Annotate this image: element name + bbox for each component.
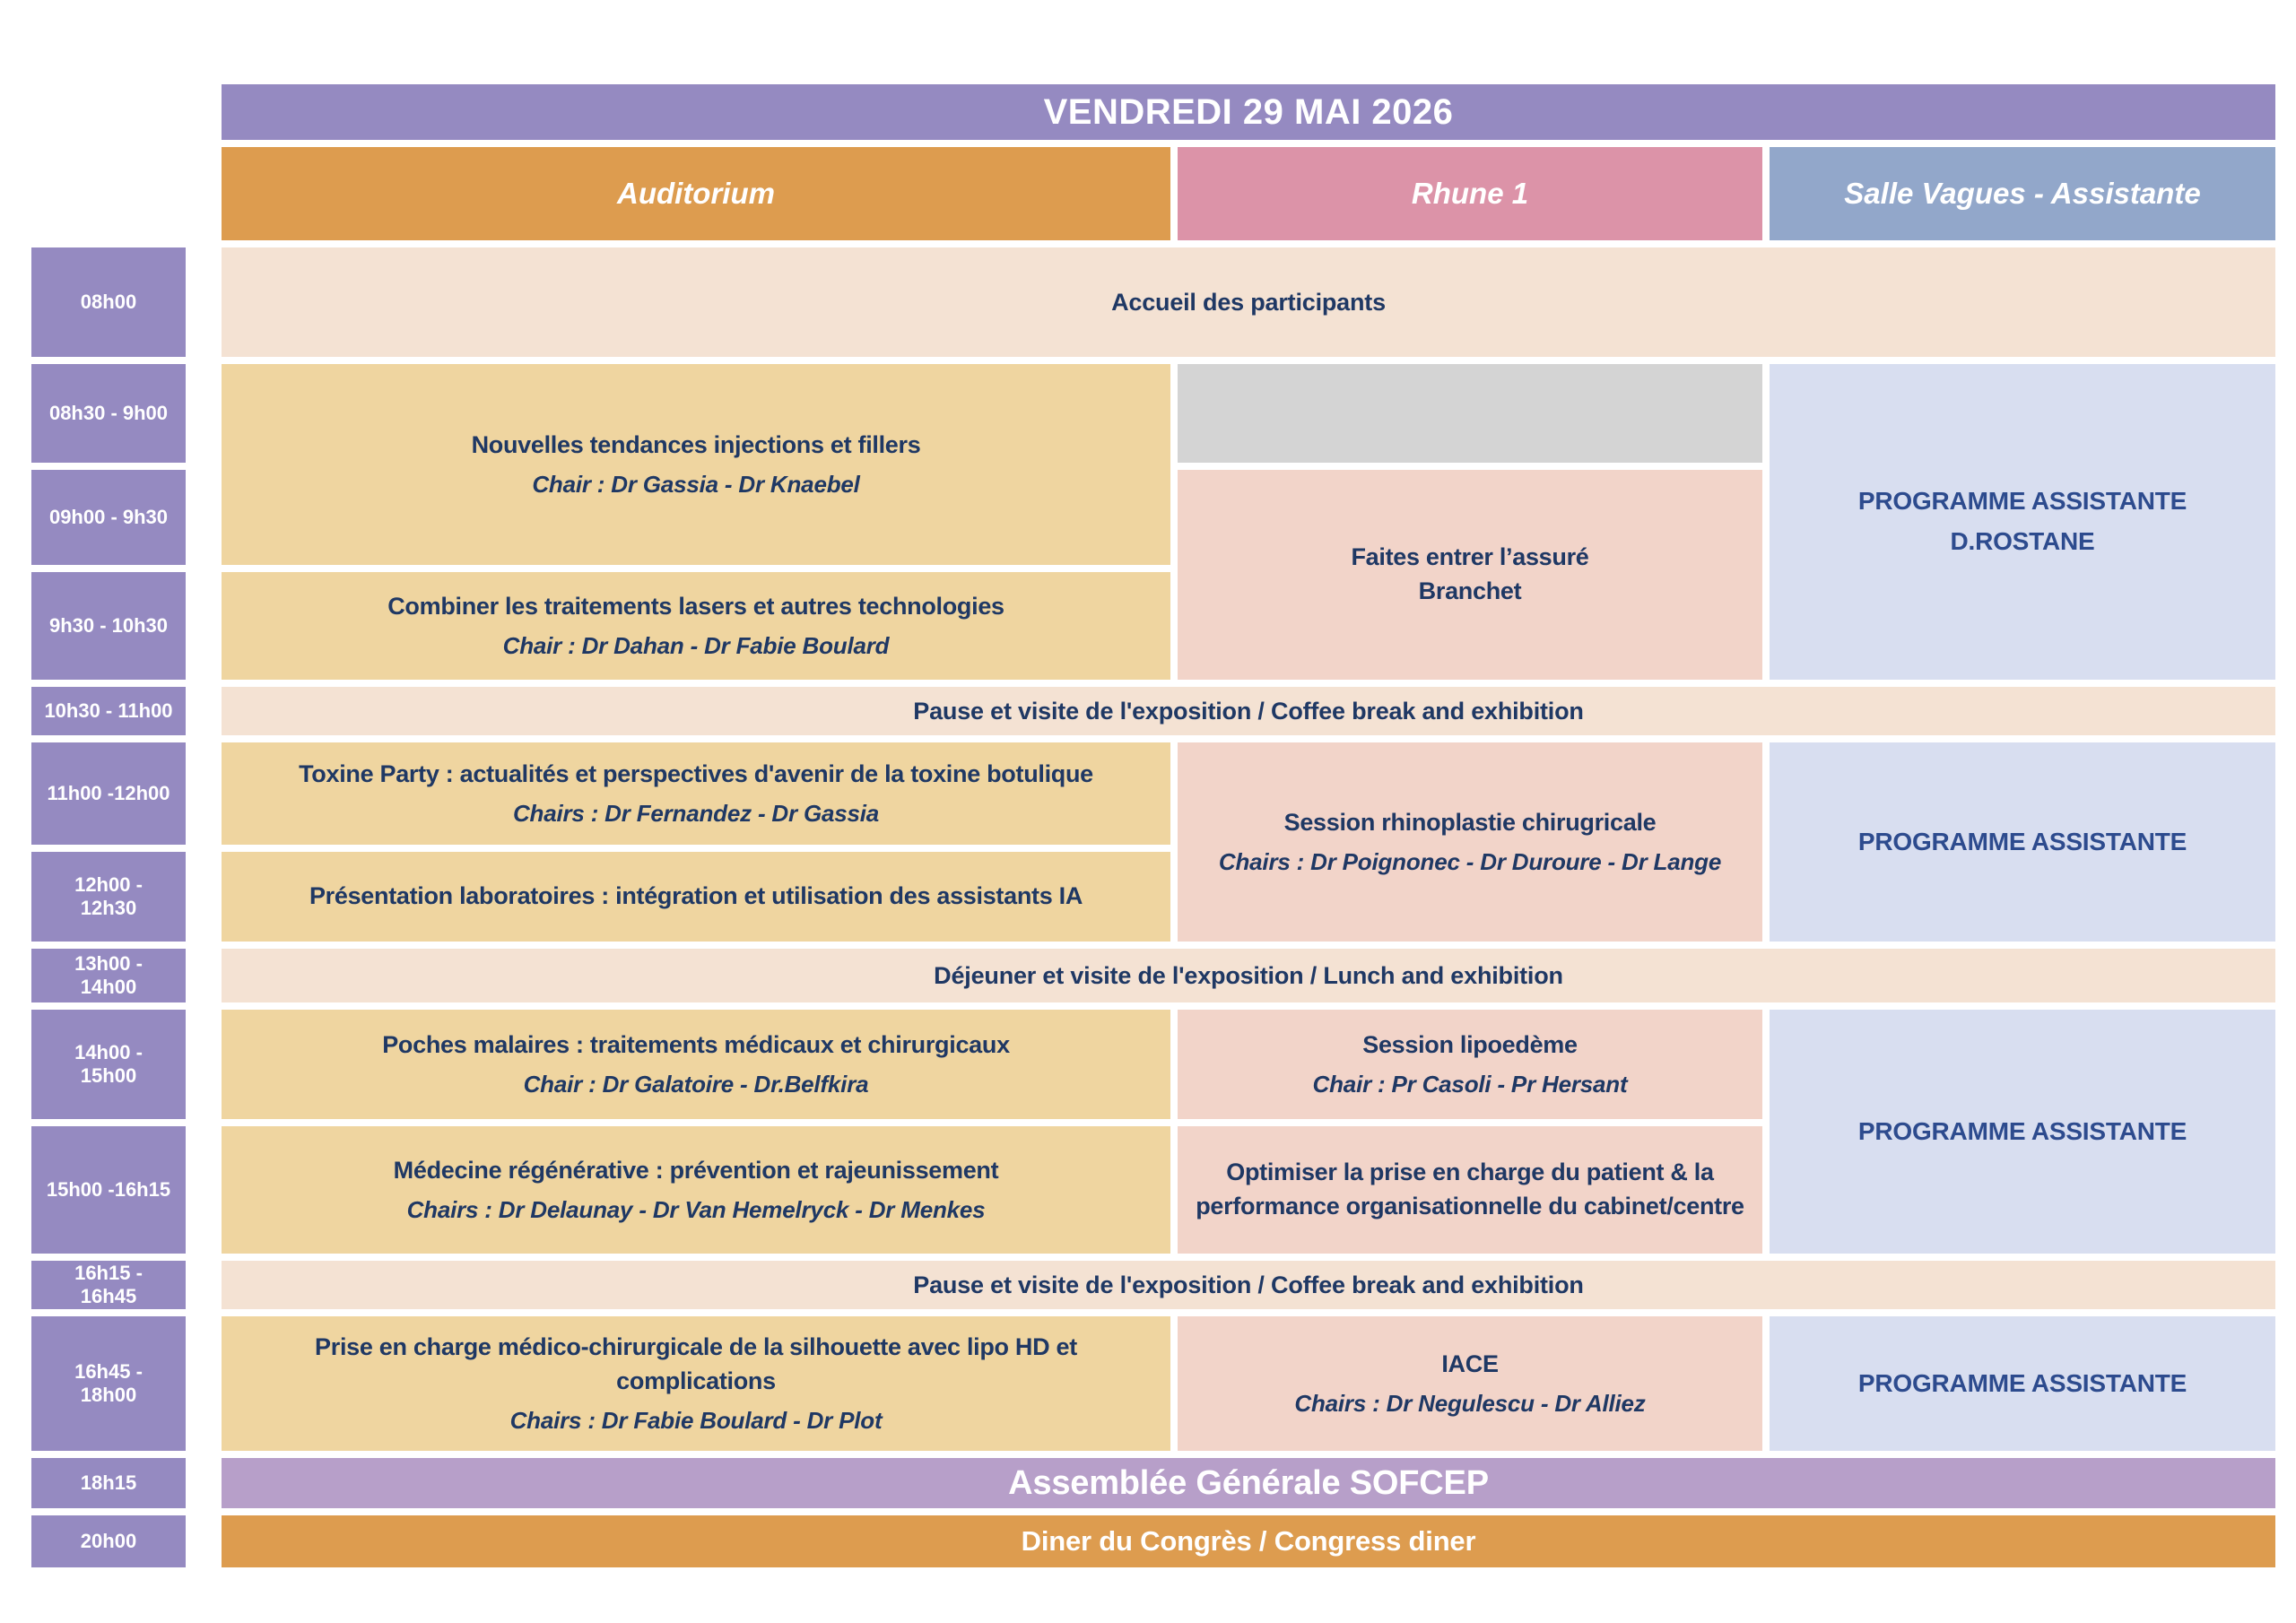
session-title: PROGRAMME ASSISTANTE <box>1857 487 2187 516</box>
session-diner-congres: Diner du Congrès / Congress diner <box>222 1515 2275 1567</box>
time-slot-0800: 08h00 <box>31 247 186 357</box>
time-label: 16h45 - 18h00 <box>74 1359 143 1406</box>
session-title: Prise en charge médico-chirurgicale de l… <box>315 1333 1077 1394</box>
session-chairs: Chairs : Dr Fernandez - Dr Gassia <box>512 799 880 827</box>
session-rhinoplastie: Session rhinoplastie chirugricale Chairs… <box>1178 742 1762 942</box>
column-header-rhune: Rhune 1 <box>1178 147 1762 240</box>
time-slot-1300: 13h00 - 14h00 <box>31 949 186 1002</box>
break-label: Pause et visite de l'exposition / Coffee… <box>913 697 1584 725</box>
time-label: 20h00 <box>80 1529 137 1552</box>
column-header-auditorium: Auditorium <box>222 147 1170 240</box>
session-silhouette: Prise en charge médico-chirurgicale de l… <box>222 1316 1170 1451</box>
time-slot-1815: 18h15 <box>31 1458 186 1508</box>
column-header-label: Salle Vagues - Assistante <box>1844 177 2201 210</box>
time-label: 10h30 - 11h00 <box>44 699 173 722</box>
session-accueil: Accueil des participants <box>222 247 2275 357</box>
time-label: 18h15 <box>80 1471 137 1494</box>
session-injections-fillers: Nouvelles tendances injections et filler… <box>222 364 1170 565</box>
session-title: Assemblée Générale SOFCEP <box>1008 1463 1489 1502</box>
column-header-salle: Salle Vagues - Assistante <box>1770 147 2275 240</box>
time-slot-1500: 15h00 -16h15 <box>31 1126 186 1254</box>
session-title: Diner du Congrès / Congress diner <box>1021 1525 1476 1557</box>
break-label: Pause et visite de l'exposition / Coffee… <box>913 1271 1584 1298</box>
session-chairs: Chairs : Dr Fabie Boulard - Dr Plot <box>509 1406 883 1434</box>
time-label: 15h00 -16h15 <box>46 1177 171 1201</box>
session-title: Optimiser la prise en charge du patient … <box>1196 1159 1744 1219</box>
time-label: 14h00 - 15h00 <box>74 1040 143 1087</box>
time-label: 12h00 - 12h30 <box>74 872 143 919</box>
column-header-label: Auditorium <box>617 177 775 210</box>
time-label: 9h30 - 10h30 <box>48 613 169 637</box>
time-slot-1100: 11h00 -12h00 <box>31 742 186 845</box>
empty-cell-rhune <box>1178 364 1762 463</box>
programme-grid: VENDREDI 29 MAI 2026 Auditorium Rhune 1 … <box>31 84 2275 1567</box>
session-lipoedeme: Session lipoedème Chair : Pr Casoli - Pr… <box>1178 1010 1762 1119</box>
session-title-line2: Branchet <box>1418 577 1522 604</box>
session-poches-malaires: Poches malaires : traitements médicaux e… <box>222 1010 1170 1119</box>
session-title: Présentation laboratoires : intégration … <box>309 882 1083 910</box>
session-lasers: Combiner les traitements lasers et autre… <box>222 572 1170 680</box>
session-assemblee-generale: Assemblée Générale SOFCEP <box>222 1458 2275 1508</box>
session-title: Faites entrer l’assuré <box>1351 543 1589 571</box>
session-branchet: Faites entrer l’assuré Branchet <box>1178 470 1762 680</box>
break-coffee-afternoon: Pause et visite de l'exposition / Coffee… <box>222 1261 2275 1309</box>
time-label: 16h15 - 16h45 <box>74 1261 143 1307</box>
column-header-label: Rhune 1 <box>1411 177 1529 210</box>
time-label: 11h00 -12h00 <box>47 781 170 804</box>
session-subtitle: D.ROSTANE <box>1950 527 2095 555</box>
session-title: Poches malaires : traitements médicaux e… <box>382 1030 1010 1058</box>
session-chairs: Chair : Dr Gassia - Dr Knaebel <box>532 470 860 498</box>
session-chairs: Chair : Dr Galatoire - Dr.Belfkira <box>523 1070 869 1098</box>
session-title: PROGRAMME ASSISTANTE <box>1857 1368 2187 1397</box>
session-toxine-party: Toxine Party : actualités et perspective… <box>222 742 1170 845</box>
time-label: 09h00 - 9h30 <box>48 505 169 528</box>
session-chairs: Chair : Dr Dahan - Dr Fabie Boulard <box>502 631 890 659</box>
time-slot-1645: 16h45 - 18h00 <box>31 1316 186 1451</box>
break-coffee-morning: Pause et visite de l'exposition / Coffee… <box>222 687 2275 735</box>
time-slot-1615: 16h15 - 16h45 <box>31 1261 186 1309</box>
session-title: Nouvelles tendances injections et filler… <box>471 430 921 458</box>
session-title: Session rhinoplastie chirugricale <box>1283 808 1657 836</box>
time-slot-2000: 20h00 <box>31 1515 186 1567</box>
session-programme-assistante-3: PROGRAMME ASSISTANTE <box>1770 1316 2275 1451</box>
session-chairs: Chairs : Dr Negulescu - Dr Alliez <box>1294 1389 1646 1417</box>
time-slot-1400: 14h00 - 15h00 <box>31 1010 186 1119</box>
break-lunch: Déjeuner et visite de l'exposition / Lun… <box>222 949 2275 1002</box>
session-programme-assistante-1: PROGRAMME ASSISTANTE <box>1770 742 2275 942</box>
time-label: 13h00 - 14h00 <box>74 951 143 998</box>
session-title: Session lipoedème <box>1362 1030 1578 1058</box>
time-slot-0830: 08h30 - 9h00 <box>31 364 186 463</box>
session-title: PROGRAMME ASSISTANTE <box>1857 827 2187 855</box>
session-title: IACE <box>1441 1350 1499 1377</box>
time-slot-0900: 09h00 - 9h30 <box>31 470 186 565</box>
session-chairs: Chair : Pr Casoli - Pr Hersant <box>1312 1070 1628 1098</box>
session-title: Accueil des participants <box>1111 288 1386 316</box>
session-chairs: Chairs : Dr Delaunay - Dr Van Hemelryck … <box>406 1195 986 1223</box>
break-label: Déjeuner et visite de l'exposition / Lun… <box>934 961 1563 989</box>
session-iace: IACE Chairs : Dr Negulescu - Dr Alliez <box>1178 1316 1762 1451</box>
session-laboratoires: Présentation laboratoires : intégration … <box>222 852 1170 942</box>
day-banner: VENDREDI 29 MAI 2026 <box>222 84 2275 140</box>
session-medecine-regenerative: Médecine régénérative : prévention et ra… <box>222 1126 1170 1254</box>
time-slot-1030: 10h30 - 11h00 <box>31 687 186 735</box>
session-title: Médecine régénérative : prévention et ra… <box>393 1156 999 1184</box>
session-chairs: Chairs : Dr Poignonec - Dr Duroure - Dr … <box>1218 847 1722 875</box>
time-label: 08h30 - 9h00 <box>48 401 169 424</box>
session-optimiser: Optimiser la prise en charge du patient … <box>1178 1126 1762 1254</box>
day-title: VENDREDI 29 MAI 2026 <box>1043 91 1454 132</box>
time-label: 08h00 <box>80 290 137 313</box>
time-slot-0930: 9h30 - 10h30 <box>31 572 186 680</box>
session-title: Combiner les traitements lasers et autre… <box>387 592 1004 620</box>
session-title: PROGRAMME ASSISTANTE <box>1857 1116 2187 1145</box>
session-title: Toxine Party : actualités et perspective… <box>299 759 1093 787</box>
time-slot-1200: 12h00 - 12h30 <box>31 852 186 942</box>
session-programme-assistante-2: PROGRAMME ASSISTANTE <box>1770 1010 2275 1254</box>
session-programme-assistante-rostane: PROGRAMME ASSISTANTE D.ROSTANE <box>1770 364 2275 680</box>
